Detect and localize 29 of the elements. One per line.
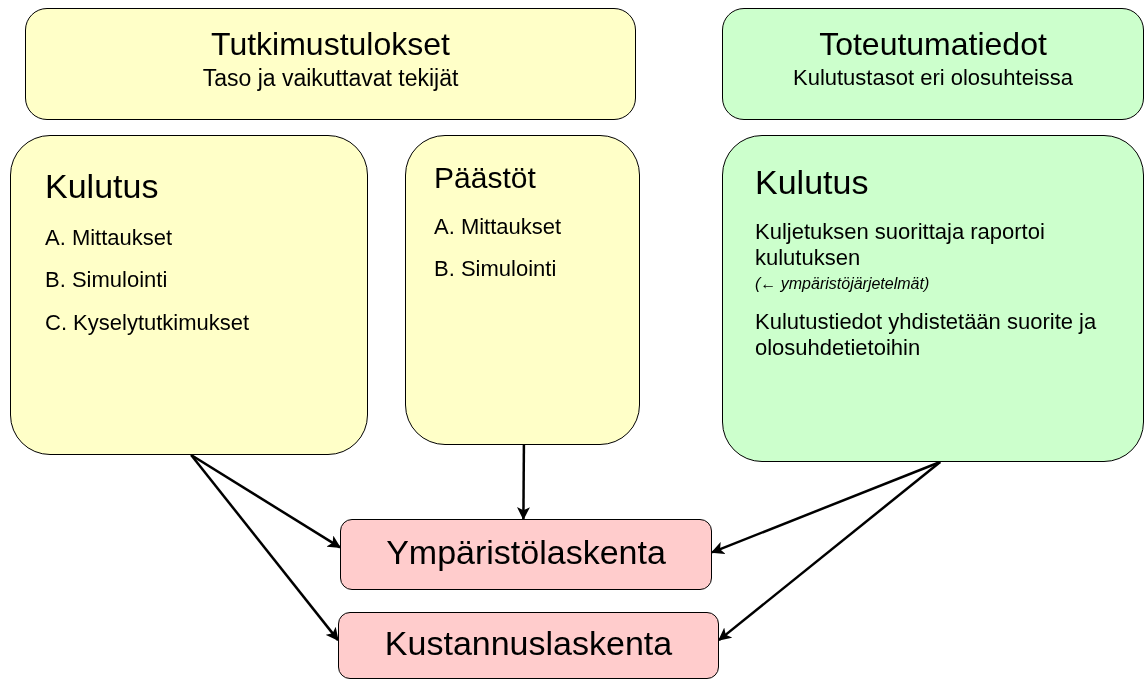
list-item: B. Simulointi (434, 256, 558, 283)
list-item: Kulutustiedot yhdistetään suorite ja olosuhdetietoihin (755, 308, 1098, 362)
list-item: Kuljetuksen suorittaja raportoi kulutuksen (755, 218, 1046, 272)
arrow (718, 461, 941, 642)
header-box (722, 8, 1144, 120)
list-item: C. Kyselytutkimukset (45, 309, 251, 336)
process-box (338, 612, 719, 679)
heading: Tutkimustulokset (210, 25, 451, 64)
subheading: Taso ja vaikuttavat tekijät (201, 65, 460, 93)
note: (← ympäristöjärjetelmät) (755, 273, 931, 293)
heading: Toteutumatiedot (818, 25, 1048, 64)
list-item: A. Mittaukset (434, 214, 563, 241)
heading: Kulutus (755, 162, 870, 203)
arrow (190, 453, 341, 549)
subheading: Kulutustasot eri olosuhteissa (791, 65, 1075, 92)
arrow (517, 445, 530, 521)
arrow (711, 460, 941, 555)
process-box (340, 519, 712, 590)
process-label: Kustannuslaskenta (383, 623, 674, 664)
header-box (25, 8, 636, 120)
heading: Kulutus (45, 166, 160, 207)
content-box (722, 135, 1144, 462)
list-item: A. Mittaukset (45, 224, 174, 252)
arrow (190, 454, 339, 641)
list-item: B. Simulointi (45, 267, 169, 294)
content-box (10, 135, 368, 455)
content-box (405, 135, 640, 445)
heading: Päästöt (434, 160, 537, 196)
process-label: Ympäristölaskenta (385, 532, 667, 573)
